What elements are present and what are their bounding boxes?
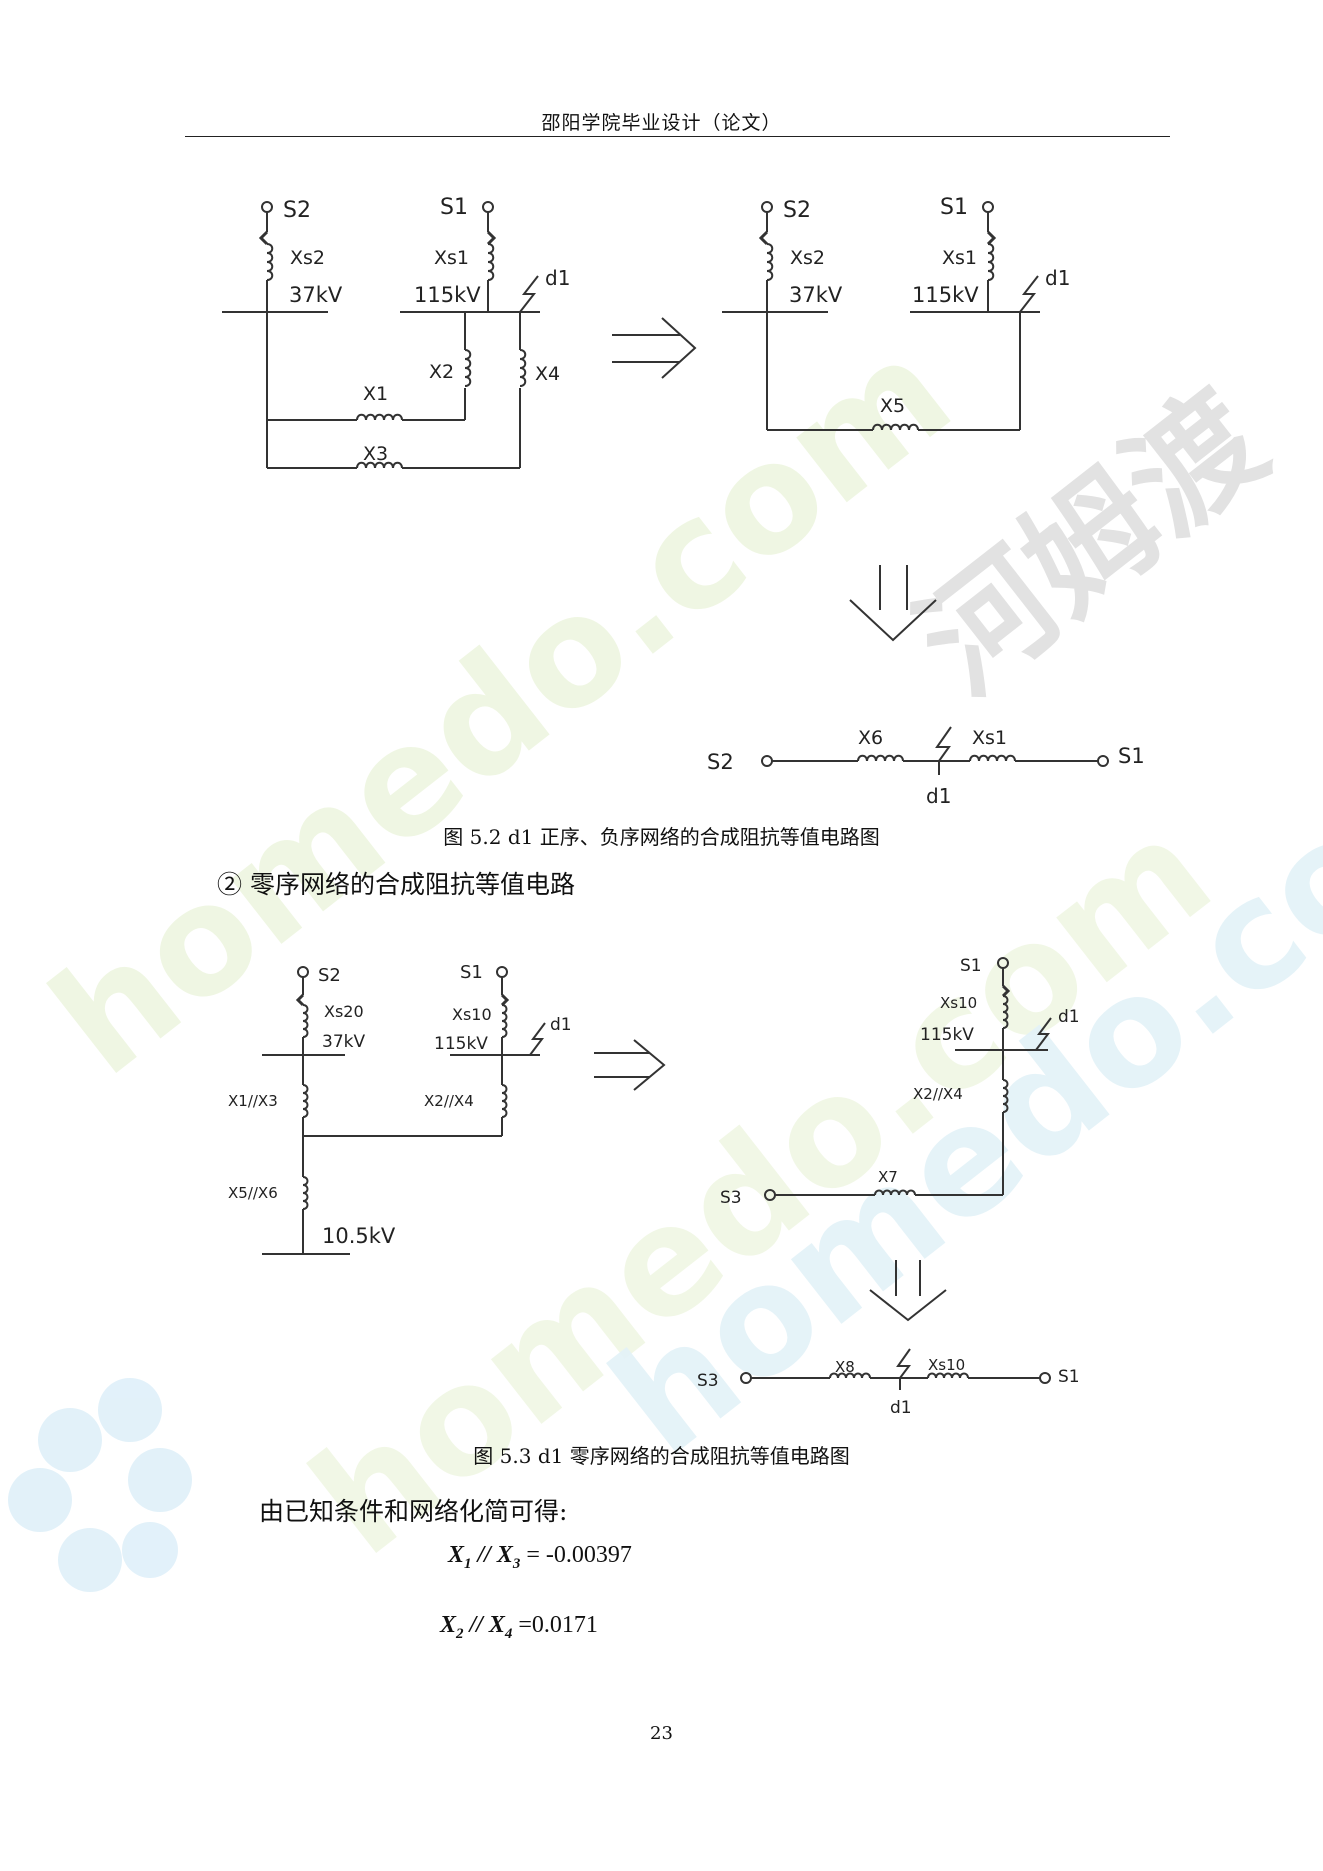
fig53-left-x24: X2//X4 xyxy=(424,1092,474,1110)
fig52-bottom-s1: S1 xyxy=(1118,744,1145,768)
formula-2-op: // xyxy=(469,1612,483,1638)
fig53-left-xs10: Xs10 xyxy=(452,1005,492,1024)
fig53-left-37kv: 37kV xyxy=(322,1032,365,1052)
fig52-left-xs1: Xs1 xyxy=(434,247,469,269)
fig52-arrow-down xyxy=(849,565,937,642)
formula-2-var-b: X xyxy=(488,1612,505,1638)
fig52-left-37kv: 37kV xyxy=(289,283,343,307)
fig53-left-115kv: 115kV xyxy=(434,1034,488,1054)
page-header-title: 邵阳学院毕业设计（论文） xyxy=(541,112,782,134)
fig53-left-x13: X1//X3 xyxy=(228,1092,278,1110)
fig53-left-s2: S2 xyxy=(318,965,341,986)
fig52-right-37kv: 37kV xyxy=(789,283,843,307)
formula-1-rhs: = -0.00397 xyxy=(526,1542,632,1568)
fig52-right-circuit xyxy=(722,201,1040,431)
fig52-arrow-right xyxy=(612,317,697,379)
formula-2-sub-a: 2 xyxy=(456,1625,464,1642)
fig52-left-s1: S1 xyxy=(440,195,468,220)
fig53-bottom-s3: S3 xyxy=(697,1371,719,1391)
fig52-right-xs2: Xs2 xyxy=(790,247,825,269)
fig52-bottom-s2: S2 xyxy=(707,750,734,774)
fig52-right-s1: S1 xyxy=(940,195,968,220)
fig53-left-s1: S1 xyxy=(460,962,483,983)
figure-5-3-caption: 图 5.3 d1 零序网络的合成阻抗等值电路图 xyxy=(473,1444,850,1468)
fig52-left-x2: X2 xyxy=(429,361,454,383)
formula-1-op: // xyxy=(477,1542,491,1568)
fig52-bottom-d1: d1 xyxy=(926,784,951,808)
fig52-left-x3: X3 xyxy=(363,443,388,465)
formula-2-sub-b: 4 xyxy=(504,1625,513,1642)
formula-1-sub-b: 3 xyxy=(512,1555,521,1572)
formula-1-var-a: X xyxy=(448,1542,465,1568)
fig52-left-circuit xyxy=(222,201,540,469)
header-divider xyxy=(185,136,1170,137)
fig52-left-s2: S2 xyxy=(283,198,311,223)
fig53-right-circuit xyxy=(764,957,1052,1201)
fig53-arrow-down xyxy=(869,1260,947,1322)
fig53-bottom-d1: d1 xyxy=(890,1398,912,1418)
formula-1-sub-a: 1 xyxy=(464,1555,472,1572)
fig52-bottom-circuit xyxy=(761,726,1109,775)
formula-1-var-b: X xyxy=(496,1542,513,1568)
figure-5-2-caption: 图 5.2 d1 正序、负序网络的合成阻抗等值电路图 xyxy=(443,825,880,849)
fig52-bottom-xs1: Xs1 xyxy=(972,727,1007,749)
fig53-bottom-s1: S1 xyxy=(1058,1367,1080,1387)
fig53-right-115kv: 115kV xyxy=(920,1025,974,1045)
fig53-left-x56: X5//X6 xyxy=(228,1184,278,1202)
fig53-right-s1: S1 xyxy=(960,956,982,976)
fig52-left-115kv: 115kV xyxy=(414,283,481,307)
fig52-left-xs2: Xs2 xyxy=(290,247,325,269)
fig53-right-xs10: Xs10 xyxy=(940,994,977,1012)
formula-1: X1 // X3 = -0.00397 xyxy=(448,1542,632,1573)
fig53-left-circuit xyxy=(262,966,546,1255)
fig52-right-d1: d1 xyxy=(1045,266,1070,290)
fig53-bottom-xs10: Xs10 xyxy=(928,1356,965,1374)
fig52-left-x1: X1 xyxy=(363,383,388,405)
formula-2-var-a: X xyxy=(440,1612,457,1638)
fig52-right-x5: X5 xyxy=(880,395,905,417)
fig53-bottom-x8: X8 xyxy=(835,1358,855,1376)
fig52-right-115kv: 115kV xyxy=(912,283,979,307)
fig53-arrow-right xyxy=(594,1039,666,1091)
section-heading: ② 零序网络的合成阻抗等值电路 xyxy=(217,870,575,899)
fig53-bottom-circuit xyxy=(740,1348,1051,1390)
formula-2-rhs: =0.0171 xyxy=(518,1612,598,1638)
page-number: 23 xyxy=(650,1723,673,1744)
formula-2: X2 // X4 =0.0171 xyxy=(440,1612,598,1643)
fig53-right-s3: S3 xyxy=(720,1188,742,1208)
fig53-left-105kv: 10.5kV xyxy=(322,1224,396,1248)
fig52-bottom-x6: X6 xyxy=(858,727,883,749)
fig53-right-d1: d1 xyxy=(1058,1007,1080,1027)
fig52-right-s2: S2 xyxy=(783,198,811,223)
fig53-right-x24: X2//X4 xyxy=(913,1085,963,1103)
fig53-left-d1: d1 xyxy=(550,1015,572,1035)
fig52-left-d1: d1 xyxy=(545,266,570,290)
fig52-left-x4: X4 xyxy=(535,363,560,385)
body-intro: 由已知条件和网络化简可得: xyxy=(259,1497,568,1526)
fig52-right-xs1: Xs1 xyxy=(942,247,977,269)
fig53-right-x7: X7 xyxy=(878,1168,898,1186)
fig53-left-xs20: Xs20 xyxy=(324,1002,364,1021)
